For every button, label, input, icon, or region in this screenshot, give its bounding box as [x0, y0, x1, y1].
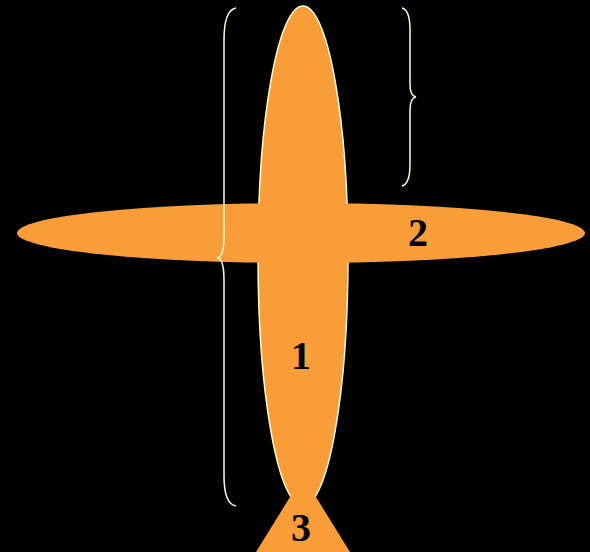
callout-number: 3 — [291, 508, 311, 548]
callout-number: 2 — [408, 213, 428, 253]
right-brace — [402, 8, 416, 186]
triangle-base — [256, 476, 350, 552]
horizontal-ellipse — [17, 203, 585, 263]
left-brace — [218, 8, 236, 506]
callout-number: 1 — [291, 336, 311, 376]
